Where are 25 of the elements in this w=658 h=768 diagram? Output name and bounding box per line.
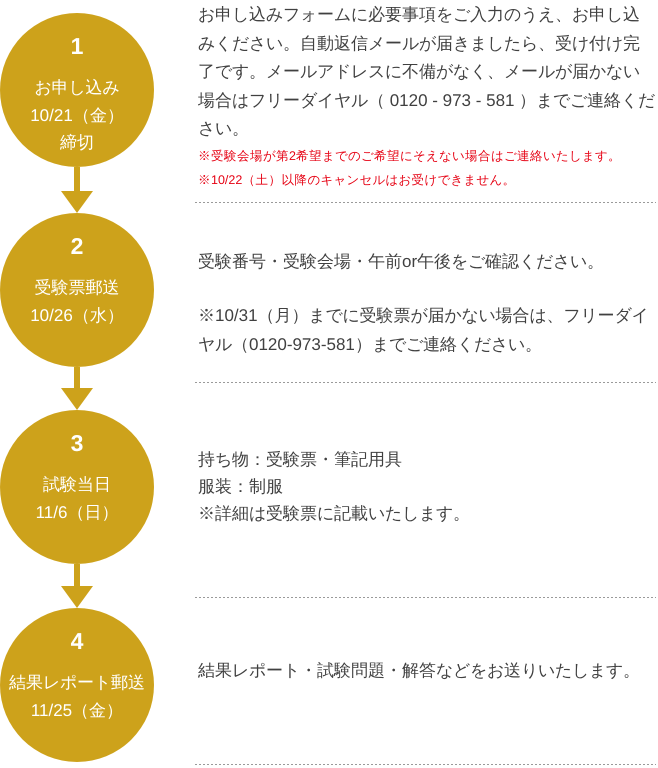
arrow [61,564,93,608]
description-text: 持ち物：受験票・筆記用具 [198,448,402,470]
description-text: ※詳細は受験票に記載いたします。 [198,502,470,524]
step-number: 2 [70,233,84,261]
description-text: 受験番号・受験会場・午前or午後をご確認ください。 [198,250,604,272]
step-date: 10/26（水） [30,306,124,326]
step-title: 受験票郵送 [34,278,120,298]
arrow [61,167,93,213]
step-number: 1 [70,33,84,61]
step-title: 結果レポート郵送 [9,672,145,694]
arrow [61,367,93,410]
step-date: 11/6（日） [36,502,118,524]
step-number: 3 [70,430,84,458]
step-date: 10/21（金） [30,106,124,126]
warning-note: ※受験会場が第2希望までのご希望にそえない場合はご連絡いたします。 [198,148,621,164]
step-title: 試験当日 [43,474,111,496]
step-number: 4 [70,628,84,656]
description-text: 結果レポート・試験問題・解答などをお送りいたします。 [198,660,640,682]
step-title: お申し込み [34,78,120,98]
description-text: お申し込みフォームに必要事項をご入力のうえ、お申し込みください。自動返信メールが届きましたら、受け付け完了です。メールアドレスに不備がなく、メールが届かない場合はフリーダイヤル（ 0120 - 973 - 581 ）までご連絡ください。 [198,4,656,140]
deadline-label: 締切 [60,132,94,154]
description-text: 服装：制服 [198,476,283,498]
step-date: 11/25（金） [30,700,124,722]
description-text: ※10/31（月）までに受験票が届かない場合は、フリーダイヤル（0120-973-581）までご連絡ください。 [198,304,650,356]
warning-note: ※10/22（土）以降のキャンセルはお受けできません。 [198,172,516,188]
